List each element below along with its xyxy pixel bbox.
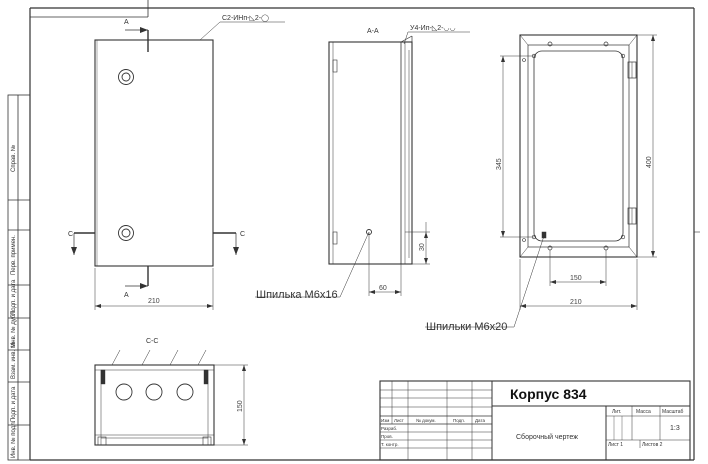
section-aa-view	[255, 31, 470, 298]
role-checker: Пров.	[381, 434, 393, 439]
strip-label-3: Инв. № дубл.	[10, 310, 17, 347]
back-dim-210: 210	[570, 299, 582, 306]
title-block-headers: Изм Лист № докум. Подп. Дата	[381, 418, 485, 423]
left-strip-labels: Справ. № Перв. примен. Подп. и дата Инв.…	[10, 145, 17, 458]
section-aa-weld-note: У4-Ип-◺2-◡◡	[410, 25, 456, 32]
back-dim-400: 400	[646, 156, 653, 168]
section-aa-dim-60: 60	[379, 285, 387, 292]
sheet-number: Лист 1	[608, 442, 623, 448]
section-mark-c-right: С	[240, 231, 245, 238]
strip-label-5: Подп. и дата	[11, 386, 17, 422]
strip-label-0: Справ. №	[10, 145, 17, 172]
strip-label-1: Перв. примен.	[11, 235, 17, 275]
section-mark-a-bottom: А	[124, 292, 129, 299]
section-mark-a-top: А	[124, 19, 129, 26]
role-tech-control: Т. контр.	[381, 442, 399, 447]
section-aa-dim-30: 30	[419, 243, 426, 251]
col-mass: Масса	[636, 409, 651, 415]
stud-m6x16-label: Шпилька М6х16	[256, 289, 338, 301]
header-izm: Изм	[381, 418, 389, 423]
strip-label-4: Взам. инв. №	[10, 342, 17, 379]
header-doc-num: № докум.	[416, 418, 436, 423]
scale-value: 1:3	[670, 425, 680, 432]
front-weld-note: С2-ИНп-◺2-◯	[222, 14, 269, 22]
header-list: Лист	[394, 418, 404, 423]
section-cc-dim-150: 150	[237, 400, 244, 412]
left-strip	[7, 94, 31, 461]
studs-m6x20-label: Шпильки М6х20	[426, 321, 507, 333]
section-aa-title: А-А	[367, 28, 379, 35]
front-width-dim: 210	[148, 298, 160, 305]
col-scale: Масштаб	[662, 409, 684, 415]
sheet-total: Листов 2	[642, 442, 663, 448]
title-block-name: Корпус 834	[510, 386, 587, 402]
section-mark-c-left: С	[68, 231, 73, 238]
col-lit: Лит.	[612, 409, 621, 415]
header-date: Дата	[475, 418, 485, 423]
header-sign: Подп.	[453, 418, 465, 423]
title-block-roles: Разраб. Пров. Т. контр.	[381, 426, 399, 447]
back-dim-150: 150	[570, 275, 582, 282]
title-block-doc-type: Сборочный чертеж	[516, 433, 578, 441]
back-view	[425, 34, 657, 328]
strip-label-6: Инв. № подл.	[10, 420, 17, 458]
strip-label-2: Подп. и дата	[11, 279, 17, 315]
back-dim-345: 345	[496, 158, 503, 170]
title-block	[379, 380, 691, 461]
front-view	[71, 21, 285, 310]
role-developer: Разраб.	[381, 426, 397, 431]
section-cc-title: С-С	[146, 338, 158, 345]
section-cc-view	[94, 349, 248, 446]
